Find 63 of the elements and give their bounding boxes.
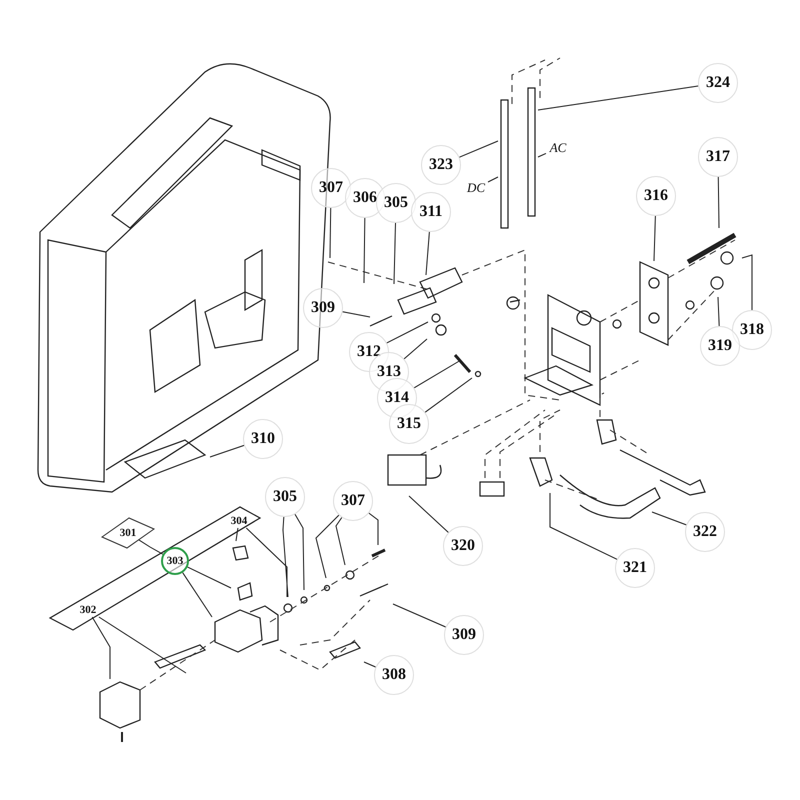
- leader-line: [246, 528, 288, 598]
- callout-number: 301: [120, 527, 136, 539]
- leader-line: [386, 322, 428, 344]
- leader-line: [315, 514, 340, 578]
- leader-line: [364, 662, 376, 668]
- leader-line: [330, 208, 332, 258]
- handwritten-label: DC: [464, 180, 488, 196]
- callout-number: 305: [265, 477, 305, 517]
- callout-number: 305: [376, 183, 416, 223]
- leader-line: [426, 231, 430, 276]
- callout-number: 323: [421, 145, 461, 185]
- callout-number: 320: [443, 526, 483, 566]
- callout-number: 318: [732, 310, 772, 350]
- leader-line: [282, 516, 288, 598]
- callout-number: 310: [243, 419, 283, 459]
- leader-line: [342, 311, 370, 318]
- leader-line: [368, 512, 378, 546]
- leader-line: [538, 86, 699, 110]
- leader-line: [394, 222, 396, 284]
- callout-number: 309: [444, 615, 484, 655]
- callout-number: 304: [226, 514, 252, 528]
- leader-line: [335, 517, 346, 566]
- callout-number: 319: [700, 326, 740, 366]
- callout-number: 309: [303, 288, 343, 328]
- callout-number: 311: [411, 192, 451, 232]
- callout-number: 308: [374, 655, 414, 695]
- leader-line: [458, 140, 498, 158]
- leader-line: [236, 528, 238, 542]
- leader-line: [210, 444, 245, 458]
- callout-number: 321: [615, 548, 655, 588]
- leader-line: [182, 572, 212, 618]
- callout-number: 314: [377, 378, 417, 418]
- callout-number: 306: [345, 178, 385, 218]
- leader-line: [98, 616, 186, 674]
- leader-line: [424, 378, 472, 413]
- leader-line: [742, 254, 752, 310]
- callout-number: 307: [333, 481, 373, 521]
- leader-line: [538, 152, 546, 158]
- callout-number: 317: [698, 137, 738, 177]
- leader-line: [187, 566, 232, 588]
- leader-line: [718, 176, 720, 228]
- leader-line: [414, 360, 462, 388]
- leader-line: [138, 539, 164, 555]
- leader-line: [488, 176, 498, 182]
- leader-line: [718, 296, 720, 326]
- leader-line: [392, 604, 446, 628]
- callout-number: 322: [685, 512, 725, 552]
- leader-line: [294, 514, 304, 590]
- leader-line: [92, 616, 110, 680]
- callout-number: 316: [636, 176, 676, 216]
- sticker-outline: [102, 518, 154, 548]
- leader-line: [550, 492, 618, 560]
- handwritten-label: AC: [546, 140, 570, 156]
- callout-number: 302: [75, 603, 101, 617]
- callout-number: 315: [389, 404, 429, 444]
- leader-line: [364, 218, 366, 284]
- callout-number: 324: [698, 63, 738, 103]
- leader-line: [408, 496, 449, 533]
- callout-number: 307: [311, 168, 351, 208]
- leader-line: [654, 216, 656, 262]
- leader-line: [652, 512, 687, 526]
- leader-line: [404, 338, 428, 360]
- highlighted-callout-number: 303: [161, 547, 189, 575]
